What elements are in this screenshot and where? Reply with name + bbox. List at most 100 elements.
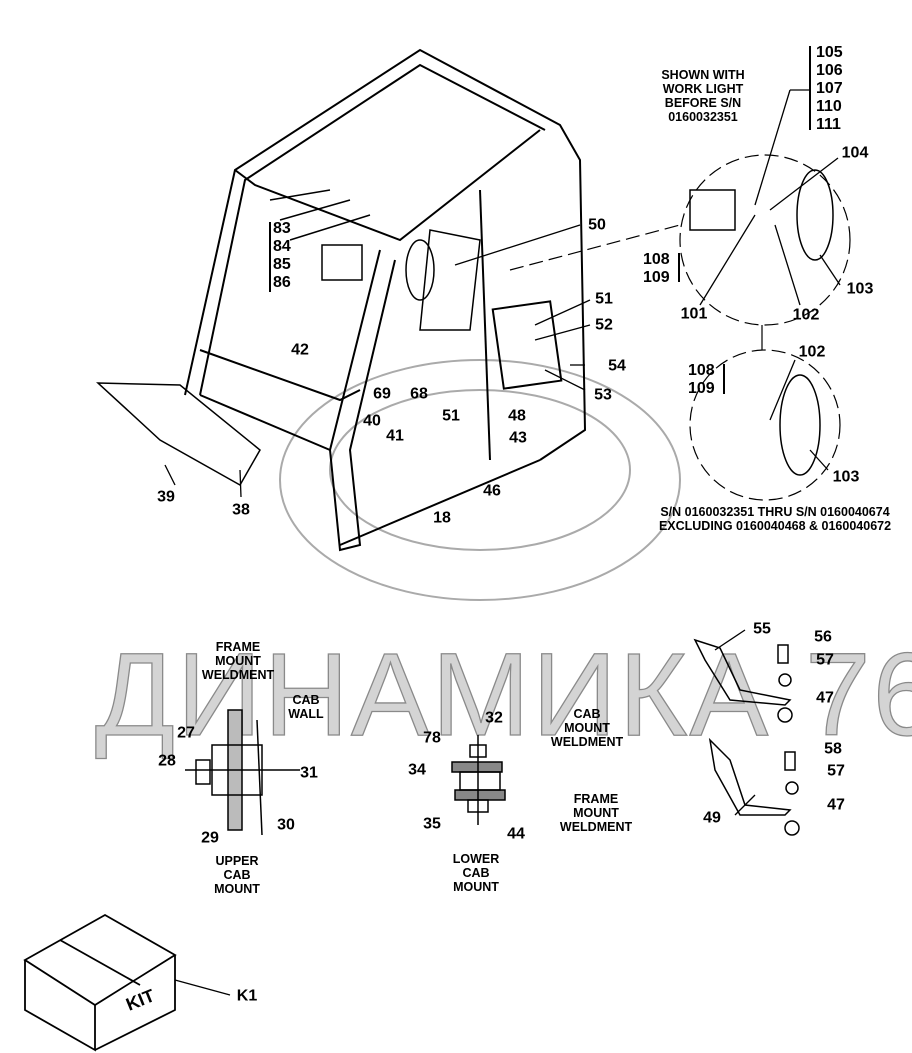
callout: 103 [846,280,874,298]
callout: 108 [643,251,670,268]
note-line: FRAME [573,792,619,806]
callout: 84 [273,238,291,255]
callout: K1 [236,987,258,1005]
callout: 106 [816,62,843,79]
callout: 29 [201,829,219,847]
callout: 68 [410,385,428,403]
callout: 51 [595,290,613,308]
note-line: WELDMENT [201,668,275,682]
callout: 52 [595,316,613,334]
lower-cab-mount-drawing [451,735,506,825]
callout: 107 [816,80,843,97]
callout: 86 [273,274,291,291]
callout: 57 [816,651,834,669]
callout: 109 [688,380,715,397]
note-line: WELDMENT [550,735,624,749]
note-line: MOUNT [453,880,499,894]
callout: 41 [386,427,404,445]
background-logo [279,359,681,601]
callout: 53 [594,386,612,404]
note-line: MOUNT [564,721,610,735]
note-line: CAB [292,693,320,707]
cab-frame [184,48,587,552]
note-line: 0160032351 [668,110,738,124]
callout: 27 [177,724,195,742]
callout: 55 [753,620,771,638]
serial-range-note: S/N 0160032351 THRU S/N 0160040674 EXCLU… [659,505,891,533]
callout: 47 [827,796,845,814]
callout: 30 [277,816,295,834]
callout-group-105-111: 105 106 107 110 111 [816,44,843,134]
callout: 111 [816,116,841,133]
callout: 35 [423,815,441,833]
callout: 51 [442,407,460,425]
note-line: MOUNT [215,654,261,668]
note-line: LOWER [452,852,500,866]
callout-group-83-86: 83 84 85 86 [273,220,291,292]
note-line: EXCLUDING 0160040468 & 0160040672 [658,519,892,533]
callout: 109 [643,269,670,286]
note-line: CAB [573,707,601,721]
upper-cab-mount-label: UPPER CAB MOUNT [214,854,260,896]
callout-group-108-109-b: 108 109 [688,362,715,398]
callout: 28 [158,752,176,770]
note-line: BEFORE S/N [664,96,742,110]
note-line: UPPER [215,854,259,868]
callout: 32 [485,709,503,727]
detail-circle-b [689,349,841,501]
callout: 58 [824,740,842,758]
callout: 102 [798,343,826,361]
callout: 31 [300,764,318,782]
callout: 105 [816,44,843,61]
callout: 103 [832,468,860,486]
callout: 46 [483,482,501,500]
note-line: S/N 0160032351 THRU S/N 0160040674 [660,505,890,519]
callout: 54 [608,357,626,375]
callout: 85 [273,256,291,273]
note-line: MOUNT [573,806,619,820]
callout: 102 [792,306,820,324]
note-line: SHOWN WITH [661,68,745,82]
callout: 108 [688,362,715,379]
note-line: WELDMENT [559,820,633,834]
callout: 34 [408,761,426,779]
callout-group-108-109-a: 108 109 [643,251,670,287]
callout: 18 [433,509,451,527]
callout: 43 [509,429,527,447]
work-light-note: SHOWN WITH WORK LIGHT BEFORE S/N 0160032… [661,68,744,124]
note-line: WORK LIGHT [662,82,744,96]
callout: 57 [827,762,845,780]
callout: 101 [680,305,708,323]
callout: 48 [508,407,526,425]
callout: 49 [703,809,721,827]
floor-mat [96,382,261,487]
callout: 39 [157,488,175,506]
callout: 104 [841,144,869,162]
hinge-drawings [693,638,800,836]
detail-circle-a [679,154,851,326]
kit-box-drawing [23,913,177,1052]
note-line: MOUNT [214,882,260,896]
callout: 110 [816,98,842,115]
callout: 47 [816,689,834,707]
callout: 42 [291,341,309,359]
note-line: CAB [223,868,251,882]
callout: 78 [423,729,441,747]
callout: 83 [273,220,291,237]
cab-mount-weldment-label: CAB MOUNT WELDMENT [551,707,623,749]
frame-mount-weldment-lower-label: FRAME MOUNT WELDMENT [560,792,632,834]
frame-mount-weldment-upper-label: FRAME MOUNT WELDMENT [202,640,274,682]
callout: 38 [232,501,250,519]
callout: 56 [814,628,832,646]
note-line: CAB [462,866,490,880]
callout: 69 [373,385,391,403]
cab-wall-label: CAB WALL [288,693,323,721]
callout: 50 [588,216,606,234]
callout: 40 [363,412,381,430]
note-line: WALL [288,707,324,721]
note-line: FRAME [215,640,261,654]
upper-cab-mount-drawing [185,709,300,836]
callout: 44 [507,825,525,843]
